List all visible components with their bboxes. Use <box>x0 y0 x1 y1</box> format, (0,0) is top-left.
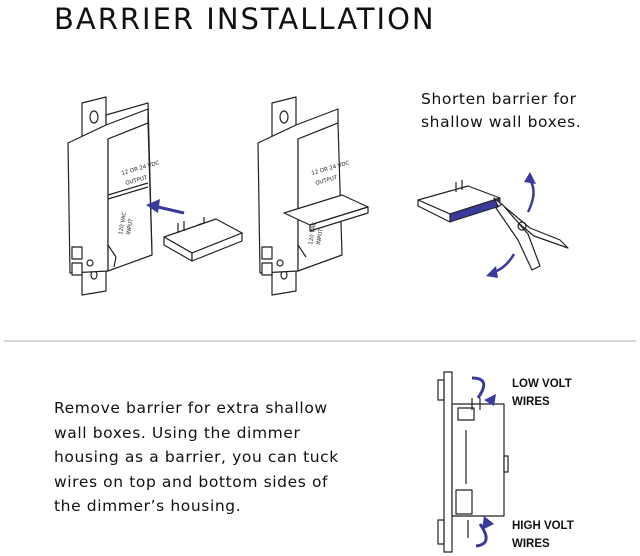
input-label-1b: 120 VAC <box>308 221 318 245</box>
input-label-1: 120 VAC <box>118 211 128 235</box>
remove-note-line-2: wall boxes. Using the dimmer <box>54 423 301 442</box>
low-volt-label: LOW VOLT WIRES <box>512 375 572 411</box>
insert-arrow-icon <box>146 199 160 213</box>
high-volt-arrow-icon <box>482 516 494 530</box>
side-view-wire-routing-figure <box>437 371 509 553</box>
section-divider <box>4 340 636 342</box>
dimmer-installed-barrier-figure: 12 OR 24 VDC OUTPUT 120 VAC INPUT <box>257 96 369 296</box>
pliers-down-arrow-icon <box>486 266 498 278</box>
dimmer-insert-barrier-figure: 12 OR 24 VDC OUTPUT 120 VAC INPUT <box>67 96 243 296</box>
shorten-note-line-2: shallow wall boxes. <box>421 113 582 131</box>
input-label-2b: INPUT <box>316 227 325 245</box>
pliers-up-arrow-icon <box>524 172 536 184</box>
low-volt-arrow-icon <box>484 394 496 406</box>
low-volt-line-1: LOW VOLT <box>512 378 572 390</box>
page-title: BARRIER INSTALLATION <box>54 2 436 36</box>
remove-note-line-4: wires on top and bottom sides of <box>54 472 329 491</box>
shorten-barrier-note: Shorten barrier for shallow wall boxes. <box>421 88 581 134</box>
shorten-barrier-figure <box>417 172 569 278</box>
shorten-note-line-1: Shorten barrier for <box>421 90 577 108</box>
remove-note-line-1: Remove barrier for extra shallow <box>54 399 328 417</box>
high-volt-line-2: WIRES <box>512 538 550 550</box>
input-label-2: INPUT <box>126 217 135 235</box>
remove-note-line-3: housing as a barrier, you can tuck <box>54 448 339 466</box>
remove-barrier-note: Remove barrier for extra shallow wall bo… <box>54 396 339 519</box>
remove-note-line-5: the dimmer’s housing. <box>54 497 242 515</box>
low-volt-line-2: WIRES <box>512 396 550 408</box>
high-volt-line-1: HIGH VOLT <box>512 520 574 532</box>
high-volt-label: HIGH VOLT WIRES <box>512 517 574 553</box>
